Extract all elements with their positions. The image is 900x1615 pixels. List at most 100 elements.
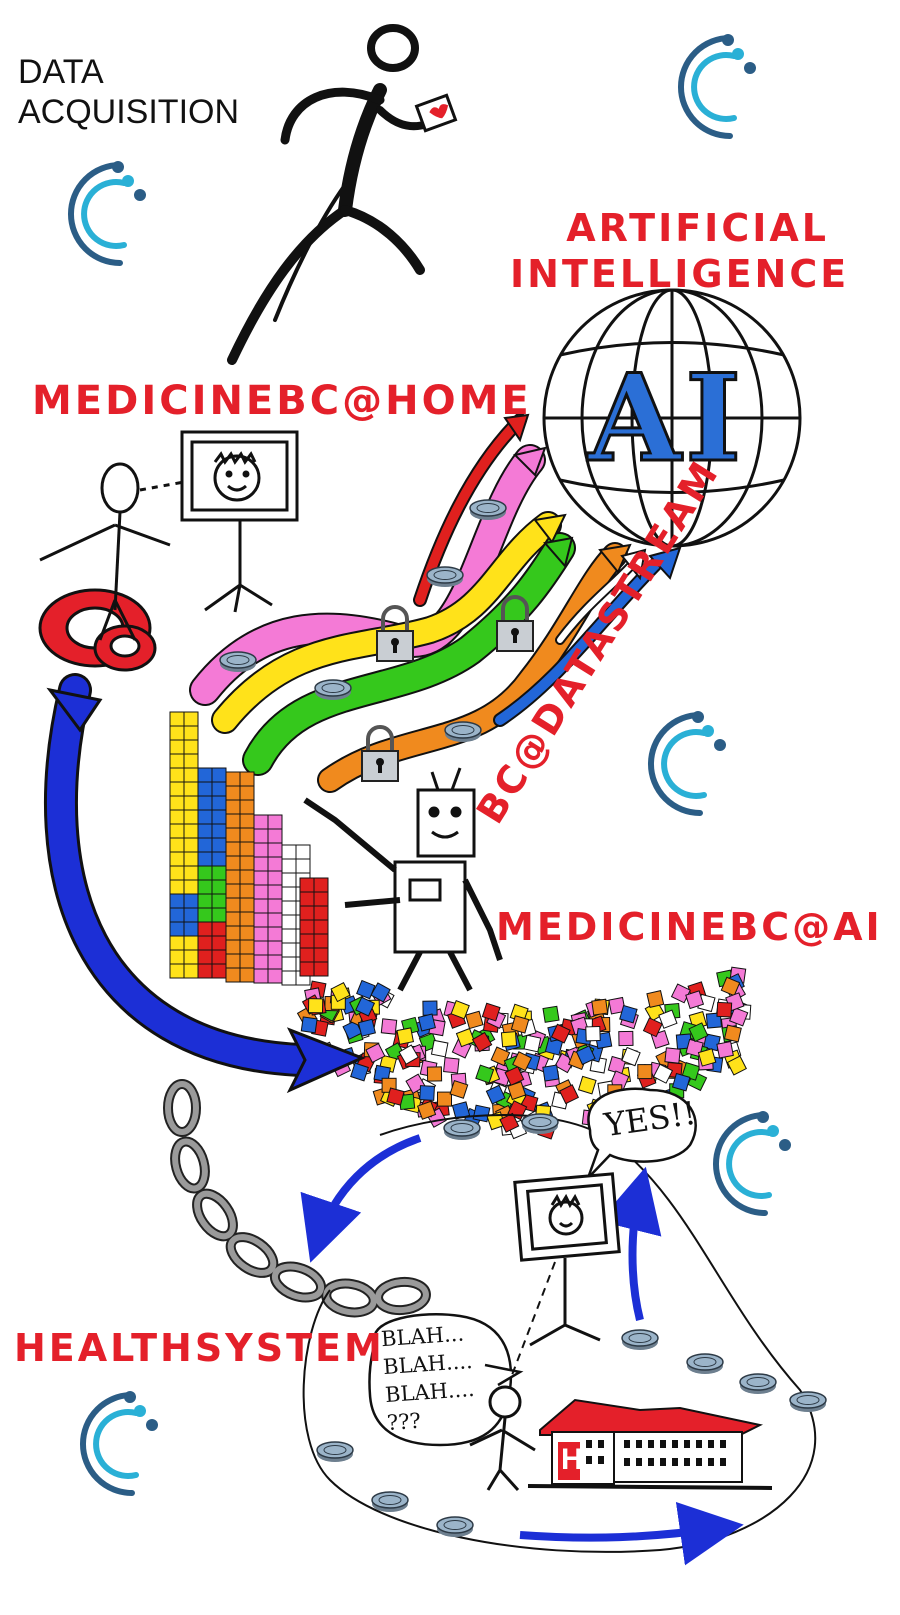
cube bbox=[226, 968, 240, 982]
cube bbox=[170, 782, 184, 796]
cube bbox=[240, 842, 254, 856]
data-acquisition-label: DATA ACQUISITION bbox=[18, 52, 239, 132]
cube bbox=[254, 941, 268, 955]
person-at-home-icon bbox=[40, 464, 195, 670]
cube bbox=[254, 927, 268, 941]
data-acquisition-line-2: ACQUISITION bbox=[18, 92, 239, 132]
cube bbox=[226, 940, 240, 954]
cube bbox=[254, 843, 268, 857]
cube bbox=[268, 815, 282, 829]
cube bbox=[184, 712, 198, 726]
cube bbox=[184, 922, 198, 936]
cube bbox=[170, 950, 184, 964]
cube bbox=[268, 955, 282, 969]
cube bbox=[212, 838, 226, 852]
cube bbox=[296, 845, 310, 859]
cube bbox=[725, 1025, 742, 1042]
cube bbox=[226, 898, 240, 912]
cube bbox=[212, 782, 226, 796]
cube bbox=[170, 866, 184, 880]
data-acquisition-line-1: DATA bbox=[18, 52, 239, 92]
cube bbox=[300, 920, 314, 934]
cube bbox=[314, 962, 328, 976]
cube bbox=[438, 1092, 452, 1106]
cube bbox=[240, 940, 254, 954]
cube bbox=[226, 926, 240, 940]
cube bbox=[226, 814, 240, 828]
cube bbox=[170, 824, 184, 838]
cube bbox=[240, 800, 254, 814]
cube bbox=[268, 941, 282, 955]
cube bbox=[308, 999, 322, 1013]
cube bbox=[226, 954, 240, 968]
cube bbox=[665, 1048, 680, 1063]
cube bbox=[381, 1019, 396, 1034]
cube bbox=[282, 873, 296, 887]
cube bbox=[240, 870, 254, 884]
cube bbox=[592, 999, 608, 1015]
cube bbox=[184, 950, 198, 964]
cube bbox=[184, 726, 198, 740]
cube bbox=[240, 786, 254, 800]
cube bbox=[698, 1049, 715, 1066]
cube bbox=[240, 898, 254, 912]
brand-logo-icon bbox=[651, 711, 726, 813]
cube bbox=[300, 948, 314, 962]
cube bbox=[673, 1074, 690, 1091]
cube bbox=[300, 892, 314, 906]
cube bbox=[184, 796, 198, 810]
cube bbox=[184, 810, 198, 824]
cube bbox=[431, 1040, 447, 1056]
cube bbox=[282, 971, 296, 985]
cube bbox=[296, 859, 310, 873]
cube bbox=[300, 962, 314, 976]
brand-logo-icon bbox=[681, 34, 756, 136]
cube bbox=[240, 828, 254, 842]
cube bbox=[444, 1058, 459, 1073]
cube bbox=[282, 859, 296, 873]
cube bbox=[268, 927, 282, 941]
cube bbox=[198, 782, 212, 796]
artificial-intelligence-line-1: ARTIFICIAL bbox=[510, 205, 849, 251]
cube bbox=[198, 866, 212, 880]
cube bbox=[198, 838, 212, 852]
cube bbox=[198, 908, 212, 922]
cube bbox=[511, 1016, 528, 1033]
cube bbox=[184, 754, 198, 768]
cube bbox=[268, 871, 282, 885]
brand-logo-icon bbox=[71, 161, 146, 263]
cube bbox=[254, 871, 268, 885]
cube bbox=[170, 964, 184, 978]
loop-arrow-left bbox=[318, 1138, 420, 1240]
cube bbox=[268, 969, 282, 983]
cube bbox=[198, 936, 212, 950]
cube bbox=[282, 929, 296, 943]
cube bbox=[418, 1014, 435, 1031]
cube bbox=[170, 740, 184, 754]
cube bbox=[301, 1017, 317, 1033]
cube bbox=[358, 1019, 375, 1036]
cube bbox=[466, 1011, 483, 1028]
cube bbox=[268, 857, 282, 871]
cube bbox=[198, 922, 212, 936]
cube bbox=[619, 1031, 633, 1045]
cube bbox=[240, 772, 254, 786]
cube bbox=[300, 934, 314, 948]
cube bbox=[212, 866, 226, 880]
cube bbox=[198, 852, 212, 866]
cube bbox=[579, 1076, 596, 1093]
cube bbox=[473, 1105, 490, 1122]
coin-icon bbox=[437, 1517, 473, 1537]
cube bbox=[170, 908, 184, 922]
cube bbox=[314, 948, 328, 962]
cube bbox=[226, 800, 240, 814]
chain-icon bbox=[168, 1084, 427, 1316]
runner-icon bbox=[232, 28, 455, 360]
cube bbox=[268, 899, 282, 913]
cube bbox=[198, 894, 212, 908]
coin-icon bbox=[622, 1330, 658, 1350]
speech-blah-text: BLAH... BLAH.... BLAH.... ??? bbox=[380, 1319, 477, 1437]
cube bbox=[282, 845, 296, 859]
cube bbox=[240, 856, 254, 870]
cube bbox=[184, 838, 198, 852]
